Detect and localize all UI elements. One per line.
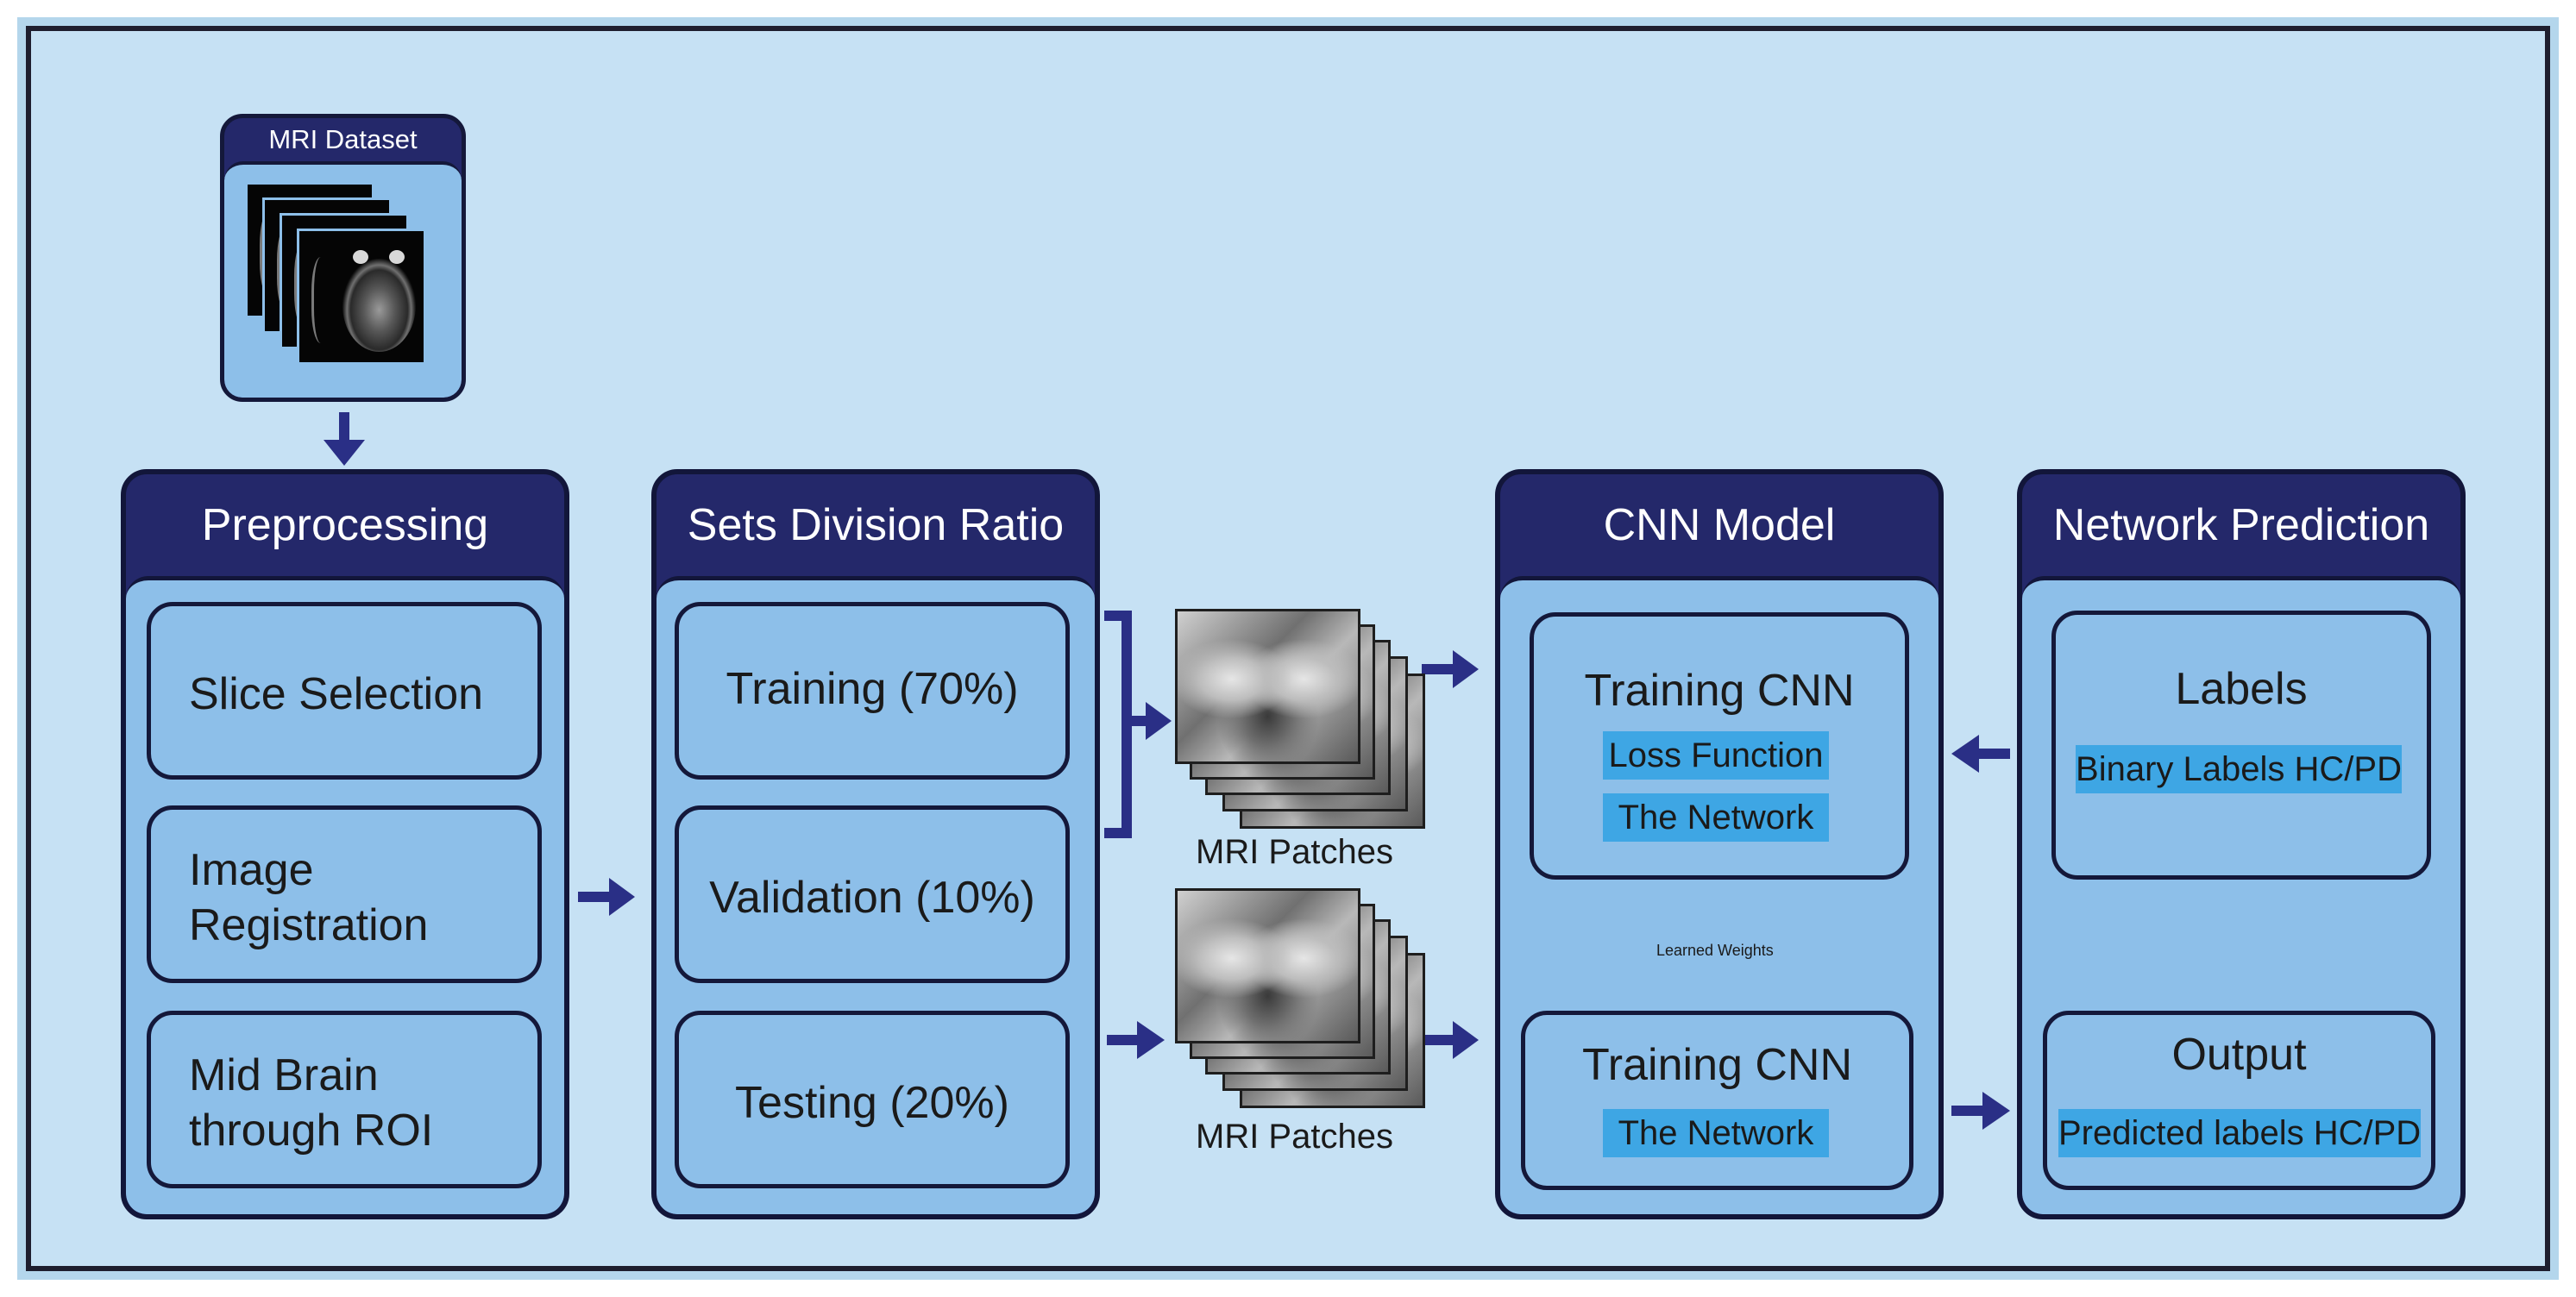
tag-loss-function: Loss Function xyxy=(1603,731,1829,780)
step-label: Image xyxy=(189,845,314,895)
arrow-patches-to-cnn-top xyxy=(1422,664,1456,674)
set-label: Testing (20%) xyxy=(735,1078,1009,1128)
set-training: Training (70%) xyxy=(675,602,1070,780)
set-label: Training (70%) xyxy=(726,664,1019,714)
cnn-training-title: Training CNN xyxy=(1584,666,1855,716)
sets-division-title: Sets Division Ratio xyxy=(687,500,1065,550)
mri-patches-top xyxy=(1175,609,1425,842)
cnn-training-title: Training CNN xyxy=(1581,1040,1853,1090)
set-testing: Testing (20%) xyxy=(675,1011,1070,1188)
training-validation-bracket xyxy=(1104,611,1132,838)
mri-dataset-stack xyxy=(224,161,462,398)
step-label: Mid Brain xyxy=(189,1050,379,1100)
set-label: Validation (10%) xyxy=(709,873,1035,923)
preprocessing-title: Preprocessing xyxy=(201,500,489,550)
output-box: Output xyxy=(2043,1011,2435,1190)
arrow-testing-to-patches xyxy=(1107,1035,1141,1045)
learned-weights-label: Learned Weights xyxy=(1656,942,1774,959)
step-label: Slice Selection xyxy=(189,669,484,719)
set-validation: Validation (10%) xyxy=(675,805,1070,983)
mri-slice-image xyxy=(297,229,426,365)
arrow-dataset-to-preprocessing xyxy=(339,412,349,443)
network-prediction-title: Network Prediction xyxy=(2052,500,2430,550)
output-title: Output xyxy=(2171,1030,2307,1080)
arrow-labels-to-cnn xyxy=(1976,749,2010,759)
cnn-training-bottom: Training CNN xyxy=(1521,1011,1913,1190)
tag-the-network-bottom: The Network xyxy=(1603,1109,1829,1157)
step-slice-selection: Slice Selection xyxy=(147,602,542,780)
step-image-registration: Image Registration xyxy=(147,805,542,983)
tag-predicted-labels: Predicted labels HC/PD xyxy=(2058,1109,2421,1157)
arrow-cnn-to-output xyxy=(1951,1106,1986,1116)
tag-the-network: The Network xyxy=(1603,793,1829,842)
cnn-model-title: CNN Model xyxy=(1603,500,1836,550)
labels-title: Labels xyxy=(2175,664,2308,714)
step-label: through ROI xyxy=(189,1106,434,1156)
step-mid-brain-roi: Mid Brain through ROI xyxy=(147,1011,542,1188)
arrow-patches-to-cnn-bottom xyxy=(1422,1035,1456,1045)
mri-patches-bottom xyxy=(1175,888,1425,1121)
tag-binary-labels: Binary Labels HC/PD xyxy=(2076,745,2402,793)
mri-dataset-box: MRI Dataset xyxy=(220,114,466,402)
step-label: Registration xyxy=(189,900,429,950)
arrow-preprocessing-to-sets xyxy=(578,892,613,902)
mri-patches-top-label: MRI Patches xyxy=(1196,833,1393,871)
arrow-bracket-to-patches xyxy=(1127,716,1149,726)
mri-dataset-title: MRI Dataset xyxy=(268,124,418,154)
mri-patches-bottom-label: MRI Patches xyxy=(1196,1118,1393,1156)
